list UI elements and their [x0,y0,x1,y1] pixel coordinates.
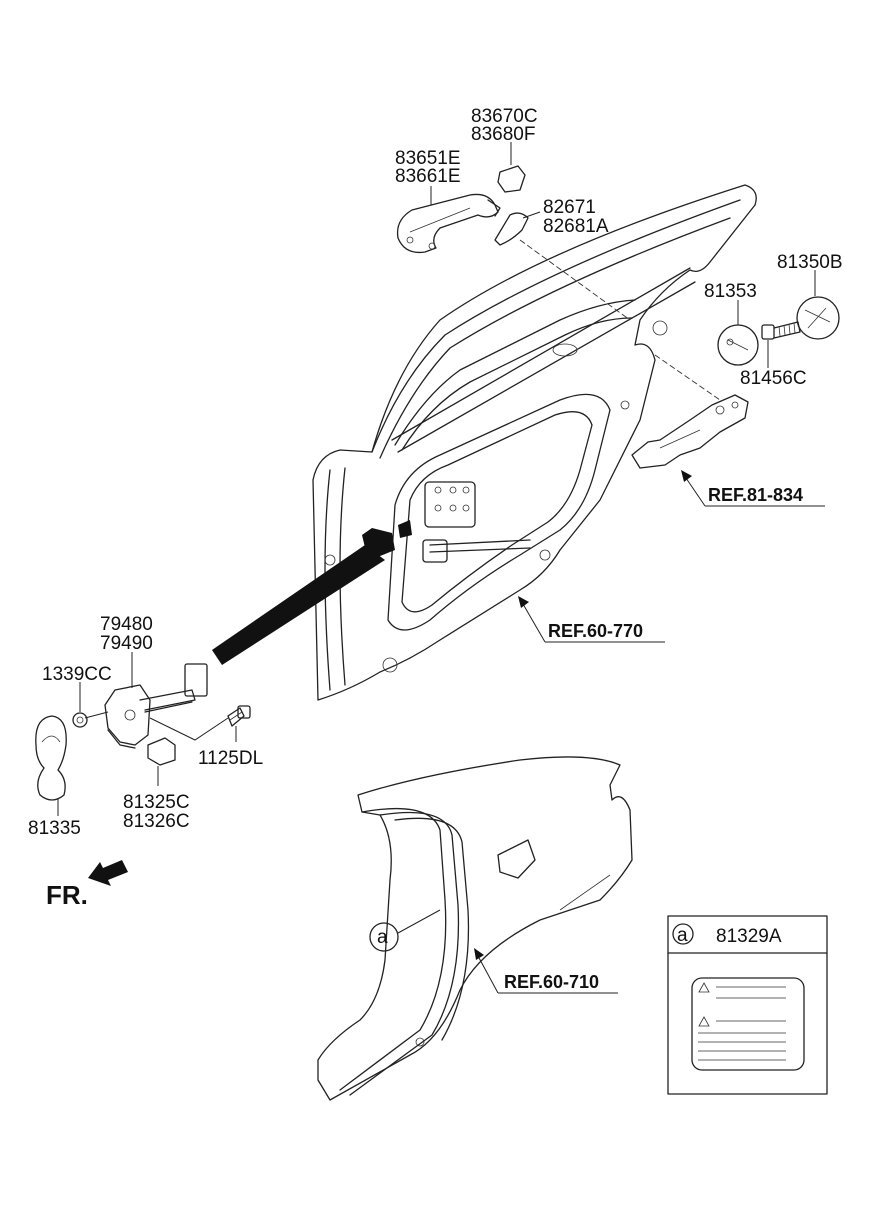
label-81326C: 81326C [123,811,190,832]
label-81456C: 81456C [740,368,807,389]
door-latch [631,394,749,469]
label-81329A: 81329A [716,926,782,947]
checker-cap [147,737,176,766]
front-direction-indicator: FR. [46,860,128,910]
nut [72,712,88,728]
quarter-panel [317,756,633,1101]
weather-seal [35,715,67,801]
label-79480: 79480 [100,614,153,635]
striker-cover [796,296,840,340]
front-label: FR. [46,880,88,910]
label-82681A: 82681A [543,216,609,237]
front-arrow-icon [88,860,128,886]
bolt [227,705,251,727]
callout-a: a [369,909,441,952]
label-1125DL: 1125DL [198,748,263,769]
ref-81-834-label: REF.81-834 [708,485,803,505]
latch-guide-line [654,354,721,401]
legend-a-letter: a [677,925,688,946]
label-1339CC: 1339CC [42,664,112,685]
label-81325C: 81325C [123,792,190,813]
label-81335: 81335 [28,818,81,839]
ref-latch [681,470,825,507]
handle-gasket [494,212,529,246]
ref-quarter [474,948,618,994]
rear-door-panel [312,184,757,701]
screw [761,321,801,340]
callout-a-letter: a [377,927,388,948]
door-checker-callout-wedge [212,545,385,665]
label-83670C: 83670C [471,106,538,127]
handle-cap [497,165,526,193]
label-83661E: 83661E [395,166,461,187]
warning-triangle-icon-2 [698,1016,710,1027]
door-checker [104,663,208,749]
label-81353: 81353 [704,281,757,302]
ref-60-770-label: REF.60-770 [548,621,643,641]
legend-box: a 81329A [667,915,828,1095]
outside-handle [396,193,501,254]
label-81350B: 81350B [777,252,843,273]
warning-triangle-icon [698,982,710,993]
ref-door [518,596,665,643]
handle-guide-line [519,239,631,321]
label-82671: 82671 [543,197,596,218]
checker-leader [149,717,229,741]
plug [717,324,759,366]
label-83651E: 83651E [395,148,461,169]
label-83680F: 83680F [471,124,535,145]
label-79490: 79490 [100,633,153,654]
ref-60-710-label: REF.60-710 [504,972,599,992]
